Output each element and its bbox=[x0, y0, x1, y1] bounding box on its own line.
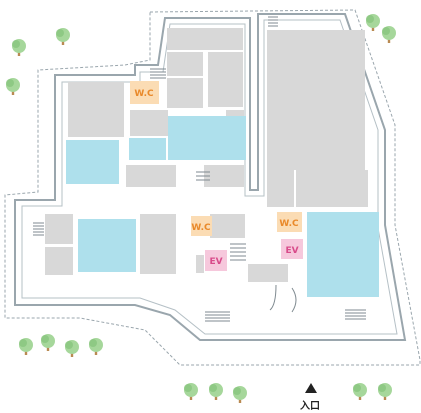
room bbox=[45, 247, 73, 275]
stairs-center bbox=[230, 243, 246, 261]
room bbox=[196, 255, 204, 273]
ev-label-center: EV bbox=[209, 257, 222, 267]
room bbox=[204, 165, 244, 187]
room bbox=[248, 264, 288, 282]
tree bbox=[41, 334, 55, 351]
tree bbox=[233, 386, 247, 403]
ev-room-center bbox=[205, 250, 227, 271]
room bbox=[140, 214, 176, 274]
site-boundary bbox=[4, 9, 421, 366]
ev-rooms bbox=[205, 239, 303, 271]
wc-room-center bbox=[191, 216, 212, 236]
pool bbox=[168, 116, 246, 160]
room bbox=[267, 170, 294, 207]
room bbox=[167, 28, 243, 50]
wc-room-north bbox=[130, 81, 159, 104]
tree bbox=[89, 338, 103, 355]
tree bbox=[209, 383, 223, 400]
room bbox=[167, 52, 203, 76]
tree bbox=[6, 78, 20, 95]
pool bbox=[307, 212, 379, 297]
tree bbox=[184, 383, 198, 400]
ev-label-east: EV bbox=[285, 246, 298, 256]
rooms bbox=[45, 28, 368, 282]
wc-label-center: W.C bbox=[191, 223, 211, 233]
room bbox=[86, 110, 124, 137]
room bbox=[45, 214, 73, 244]
wc-label-east: W.C bbox=[279, 219, 299, 229]
building-inner-wall bbox=[21, 19, 398, 335]
room bbox=[167, 78, 203, 108]
tree bbox=[56, 28, 70, 45]
pool bbox=[66, 140, 119, 184]
stairs-south-left bbox=[205, 311, 230, 322]
wc-rooms bbox=[130, 81, 302, 236]
entrance-arrow-icon bbox=[305, 383, 317, 393]
corridor-steps bbox=[196, 171, 210, 181]
room bbox=[210, 214, 245, 238]
tree bbox=[12, 39, 26, 56]
stairs-south-right bbox=[345, 309, 366, 320]
room-labels: W.C W.C W.C EV EV bbox=[134, 89, 299, 267]
pool bbox=[129, 138, 166, 160]
stairs-north bbox=[150, 68, 166, 79]
stairs-northeast bbox=[268, 16, 278, 27]
stairs-west bbox=[33, 222, 44, 236]
tree bbox=[378, 383, 392, 400]
room bbox=[208, 52, 243, 107]
wc-label-north: W.C bbox=[134, 89, 154, 99]
entrance-label: 入口 bbox=[300, 401, 320, 412]
lobby-curve bbox=[269, 284, 297, 313]
tree bbox=[353, 383, 367, 400]
tree bbox=[382, 26, 396, 43]
room bbox=[130, 110, 168, 136]
ev-room-east bbox=[281, 239, 303, 259]
tree bbox=[65, 340, 79, 357]
room bbox=[267, 30, 365, 170]
room bbox=[296, 170, 368, 207]
pool bbox=[78, 219, 136, 272]
room bbox=[126, 165, 176, 187]
pools bbox=[66, 116, 379, 297]
tree bbox=[19, 338, 33, 355]
tree bbox=[366, 14, 380, 31]
stairs bbox=[33, 16, 366, 322]
wc-room-east bbox=[277, 212, 302, 232]
